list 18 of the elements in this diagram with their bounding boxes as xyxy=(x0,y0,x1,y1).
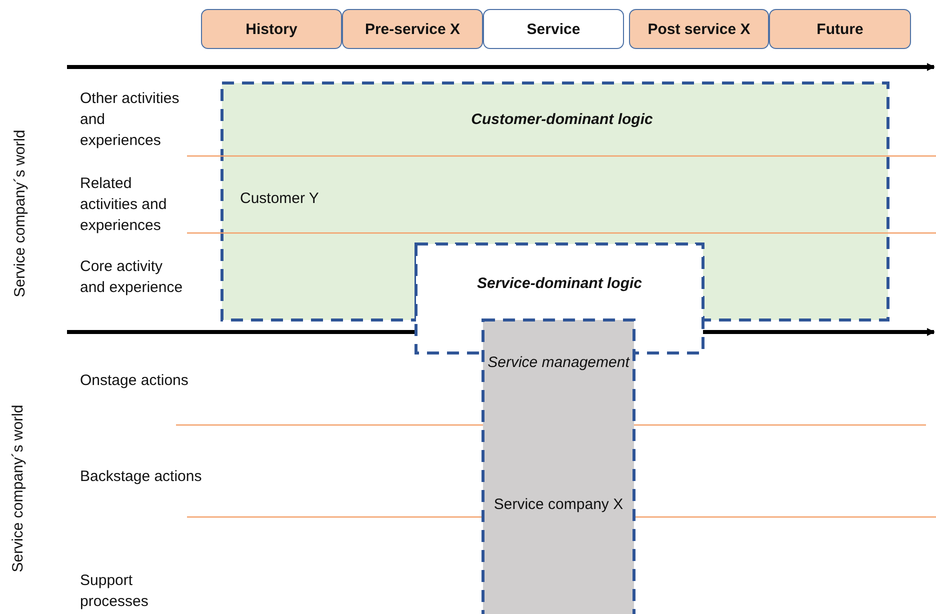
region-label: Customer Y xyxy=(240,190,320,207)
row-label: Other activities and experiences xyxy=(80,89,180,151)
row-label: Related activities and experiences xyxy=(80,174,168,236)
region-title: Service-dominant logic xyxy=(476,275,644,292)
phase-box: History xyxy=(201,9,342,49)
region-label: Service company X xyxy=(492,496,624,513)
phase-box: Future xyxy=(769,9,911,49)
phase-box: Service xyxy=(483,9,624,49)
row-label: Support processes xyxy=(80,571,150,612)
row-label: Core activity and experience xyxy=(80,257,184,298)
phase-box: Pre-service X xyxy=(342,9,483,49)
side-label: Service company´s world xyxy=(12,128,28,300)
row-label: Onstage actions xyxy=(80,371,190,391)
region-title: Customer-dominant logic xyxy=(470,111,654,128)
region-label: Service management xyxy=(486,354,631,371)
phase-box: Post service X xyxy=(629,9,769,49)
side-label: Service company´s world xyxy=(10,404,26,574)
row-label: Backstage actions xyxy=(80,467,203,487)
